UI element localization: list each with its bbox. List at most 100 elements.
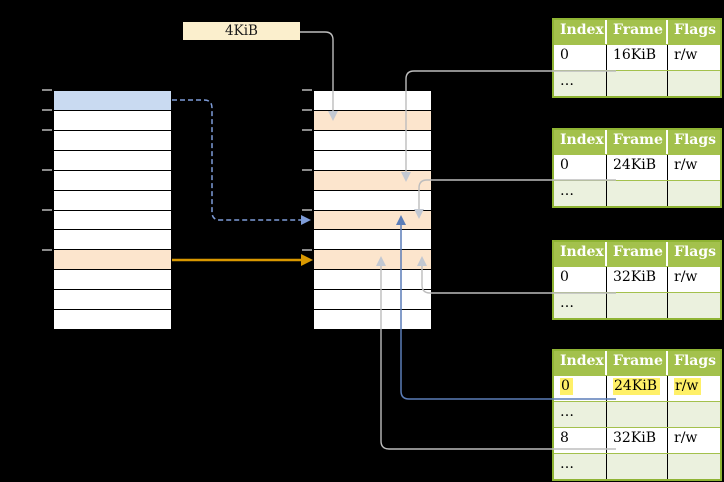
page-table-header-flags: Flags	[674, 132, 716, 148]
page-table-row: …	[554, 292, 720, 318]
page-table-cell: 8	[554, 428, 607, 453]
memory-row-orange	[314, 250, 431, 271]
highlighted-entry: 24KiB	[613, 378, 661, 395]
page-table-cell	[607, 402, 668, 427]
page-table-header-frame: Frame	[607, 242, 668, 266]
memory-row-white	[54, 190, 171, 211]
page-table-cell	[607, 71, 668, 96]
memory-row-orange	[54, 250, 171, 271]
address-tick	[302, 89, 312, 91]
page-table-header-index: Index	[554, 130, 607, 154]
address-tick	[302, 129, 312, 131]
memory-row-white	[54, 170, 171, 191]
page-table-cell: r/w	[668, 45, 720, 70]
arrow-virtual-page-translation-dashed	[172, 99, 311, 225]
memory-row-white	[314, 130, 431, 151]
memory-row-white	[314, 310, 431, 330]
page-table-cell: r/w	[668, 376, 720, 401]
page-table-cell	[607, 293, 668, 318]
address-tick	[42, 249, 52, 251]
page-table-cell: …	[554, 181, 607, 206]
page-table-header-frame: Frame	[607, 351, 668, 375]
page-table-cell: r/w	[668, 267, 720, 292]
memory-row-white	[314, 290, 431, 311]
page-table-cell	[668, 181, 720, 206]
address-tick	[42, 169, 52, 171]
memory-row-white	[314, 270, 431, 291]
arrow-virtual-page-mapping	[172, 254, 313, 266]
page-table-cell: r/w	[668, 428, 720, 453]
memory-row-white	[314, 230, 431, 251]
page-table-header-frame: Frame	[607, 20, 668, 44]
memory-row-orange	[314, 110, 431, 131]
page-table-cell	[668, 402, 720, 427]
address-tick	[302, 249, 312, 251]
arrow-virtual-page-translation-dashed-head	[301, 215, 311, 225]
page-size-label: 4KiB	[183, 22, 300, 40]
page-table-header-index: Index	[554, 20, 607, 44]
memory-row-white	[54, 110, 171, 131]
address-tick	[42, 109, 52, 111]
page-table-cell: 0	[554, 376, 607, 401]
page-table-header-frame: Frame	[607, 130, 668, 154]
address-tick	[42, 209, 52, 211]
memory-row-white	[54, 290, 171, 311]
physical-memory-column	[313, 90, 432, 330]
address-tick	[302, 109, 312, 111]
page-table-cell	[668, 454, 720, 479]
highlighted-entry: 0	[560, 378, 573, 395]
memory-row-white	[314, 91, 431, 111]
page-table-cell: 32KiB	[607, 428, 668, 453]
page-table-header-flags: Flags	[674, 353, 716, 369]
page-table-cell	[668, 293, 720, 318]
page-table-cell: …	[554, 71, 607, 96]
page-table-cell: r/w	[668, 155, 720, 180]
page-table-cell: 0	[554, 155, 607, 180]
page-table-cell	[607, 181, 668, 206]
page-table-cell: 0	[554, 45, 607, 70]
memory-row-white	[54, 270, 171, 291]
address-tick	[302, 169, 312, 171]
page-table-cell	[607, 454, 668, 479]
virtual-memory-column	[53, 90, 172, 330]
memory-row-white	[54, 210, 171, 231]
page-table-cell: 16KiB	[607, 45, 668, 70]
page-table-cell: 24KiB	[607, 376, 668, 401]
page-table-cell: 24KiB	[607, 155, 668, 180]
page-table-cell: 32KiB	[607, 267, 668, 292]
memory-row-white	[54, 130, 171, 151]
page-table-cell	[668, 71, 720, 96]
address-tick	[42, 89, 52, 91]
address-tick	[302, 209, 312, 211]
page-table-row: …	[554, 70, 720, 96]
page-table-row: …	[554, 453, 720, 479]
page-table-row: …	[554, 401, 720, 427]
page-table-header-flags: Flags	[674, 244, 716, 260]
memory-row-white	[54, 150, 171, 171]
page-table-row: 0 24KiB r/w	[554, 375, 720, 401]
page-table-cell: …	[554, 402, 607, 427]
page-table-cell: 0	[554, 267, 607, 292]
arrow-virtual-page-mapping-head	[301, 254, 313, 266]
page-table-header-index: Index	[554, 351, 607, 375]
page-table-header-index: Index	[554, 242, 607, 266]
memory-row-white	[314, 150, 431, 171]
memory-row-white	[314, 190, 431, 211]
highlighted-entry: r/w	[674, 378, 702, 395]
memory-row-white	[54, 310, 171, 330]
memory-row-white	[54, 230, 171, 251]
memory-row-orange	[314, 170, 431, 191]
